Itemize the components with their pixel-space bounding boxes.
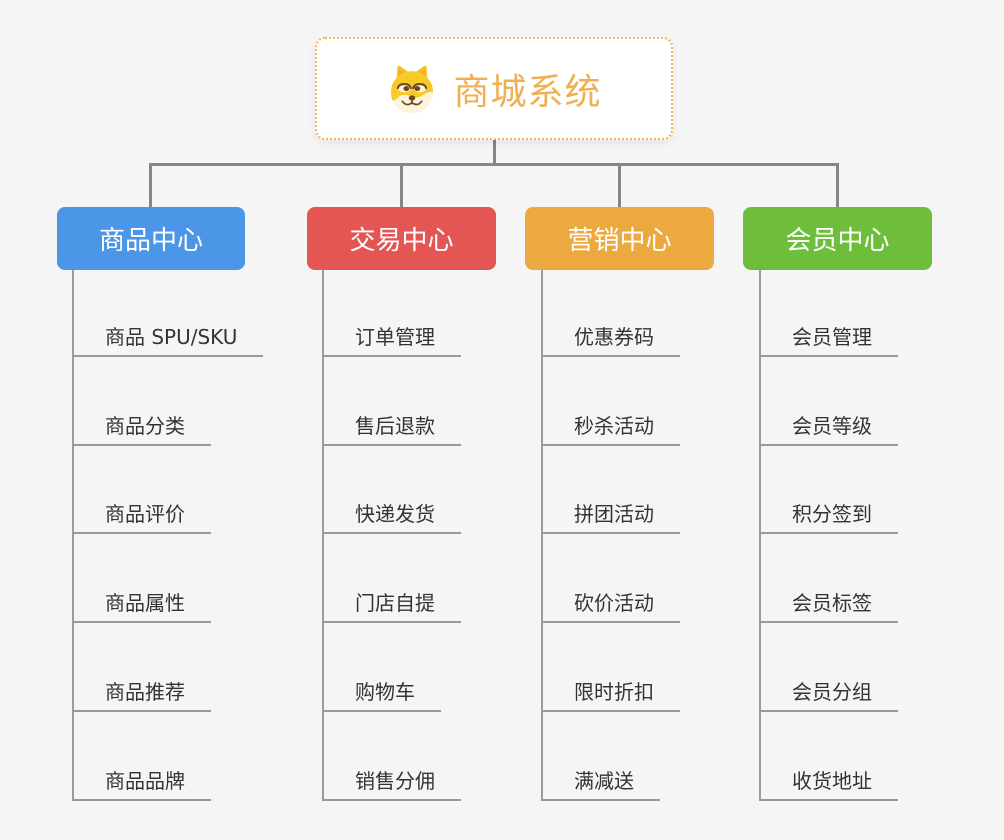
leaf-item[interactable]: 会员标签	[759, 585, 898, 623]
leaf-item[interactable]: 限时折扣	[541, 674, 680, 712]
leaf-item[interactable]: 拼团活动	[541, 496, 680, 534]
branch-marketing[interactable]: 营销中心	[525, 207, 714, 270]
leaf-item[interactable]: 砍价活动	[541, 585, 680, 623]
connector-drop-trade	[400, 163, 403, 209]
leaf-item[interactable]: 满减送	[541, 763, 660, 801]
leaf-item[interactable]: 积分签到	[759, 496, 898, 534]
branch-line-marketing	[541, 270, 543, 800]
connector-root-stem	[493, 140, 496, 166]
connector-rail	[149, 163, 839, 166]
root-node[interactable]: 商城系统	[315, 37, 673, 140]
doge-icon	[386, 63, 438, 115]
leaf-item[interactable]: 商品 SPU/SKU	[72, 319, 264, 357]
branch-line-product	[72, 270, 74, 800]
leaf-item[interactable]: 商品品牌	[72, 763, 211, 801]
leaf-item[interactable]: 收货地址	[759, 763, 898, 801]
branch-line-member	[759, 270, 761, 800]
branch-line-trade	[322, 270, 324, 800]
leaf-item[interactable]: 会员等级	[759, 408, 898, 446]
branch-trade[interactable]: 交易中心	[307, 207, 496, 270]
leaf-item[interactable]: 商品推荐	[72, 674, 211, 712]
leaf-item[interactable]: 售后退款	[322, 408, 461, 446]
leaf-item[interactable]: 会员分组	[759, 674, 898, 712]
branch-product[interactable]: 商品中心	[57, 207, 245, 270]
connector-drop-member	[836, 163, 839, 209]
connector-drop-marketing	[618, 163, 621, 209]
leaf-item[interactable]: 商品评价	[72, 496, 211, 534]
leaf-item[interactable]: 订单管理	[322, 319, 461, 357]
leaf-item[interactable]: 会员管理	[759, 319, 898, 357]
root-title: 商城系统	[453, 71, 602, 113]
leaf-item[interactable]: 购物车	[322, 674, 441, 712]
leaf-item[interactable]: 快递发货	[322, 496, 461, 534]
leaf-item[interactable]: 优惠券码	[541, 319, 680, 357]
branch-member[interactable]: 会员中心	[743, 207, 932, 270]
leaf-item[interactable]: 商品分类	[72, 408, 211, 446]
leaf-item[interactable]: 商品属性	[72, 585, 211, 623]
connector-drop-product	[149, 163, 152, 209]
leaf-item[interactable]: 销售分佣	[322, 763, 461, 801]
leaf-item[interactable]: 秒杀活动	[541, 408, 680, 446]
leaf-item[interactable]: 门店自提	[322, 585, 461, 623]
